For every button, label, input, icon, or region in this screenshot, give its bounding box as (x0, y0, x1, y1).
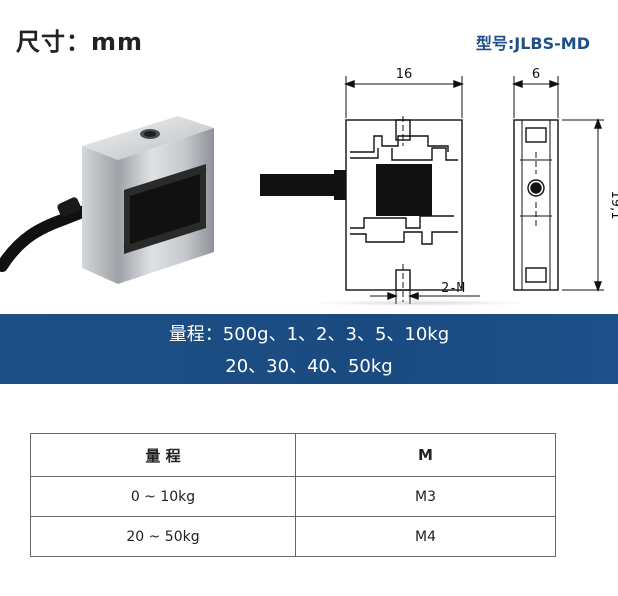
thickness-dimension-label: 6 (532, 67, 540, 82)
cell-thread: M4 (295, 516, 556, 557)
table-row: 20 ~ 50kg M4 (30, 516, 556, 557)
range-line-1: 量程：500g、1、2、3、5、10kg (168, 324, 450, 345)
header-range: 量 程 (30, 433, 296, 477)
cell-thread: M3 (295, 476, 556, 517)
width-dimension-label: 16 (396, 67, 413, 82)
divider-shadow (310, 300, 530, 306)
unit-title: 尺寸：mm (16, 28, 144, 56)
load-cell-photo (0, 116, 214, 284)
table-header-row: 量 程 M (30, 433, 556, 477)
cell-range: 0 ~ 10kg (30, 476, 296, 517)
dimension-drawing: 16 6 19,1 2-M (260, 67, 618, 304)
range-banner: 量程：500g、1、2、3、5、10kg 20、30、40、50kg (0, 314, 618, 384)
height-dimension-label: 19,1 (608, 191, 618, 220)
spec-table: 量 程 M 0 ~ 10kg M3 20 ~ 50kg M4 (30, 433, 556, 557)
thread-dimension-label: 2-M (441, 281, 465, 296)
table-row: 0 ~ 10kg M3 (30, 476, 556, 517)
cell-range: 20 ~ 50kg (30, 516, 296, 557)
model-number: 型号:JLBS-MD (475, 34, 590, 53)
range-line-2: 20、30、40、50kg (225, 356, 393, 377)
header-thread: M (295, 433, 556, 477)
